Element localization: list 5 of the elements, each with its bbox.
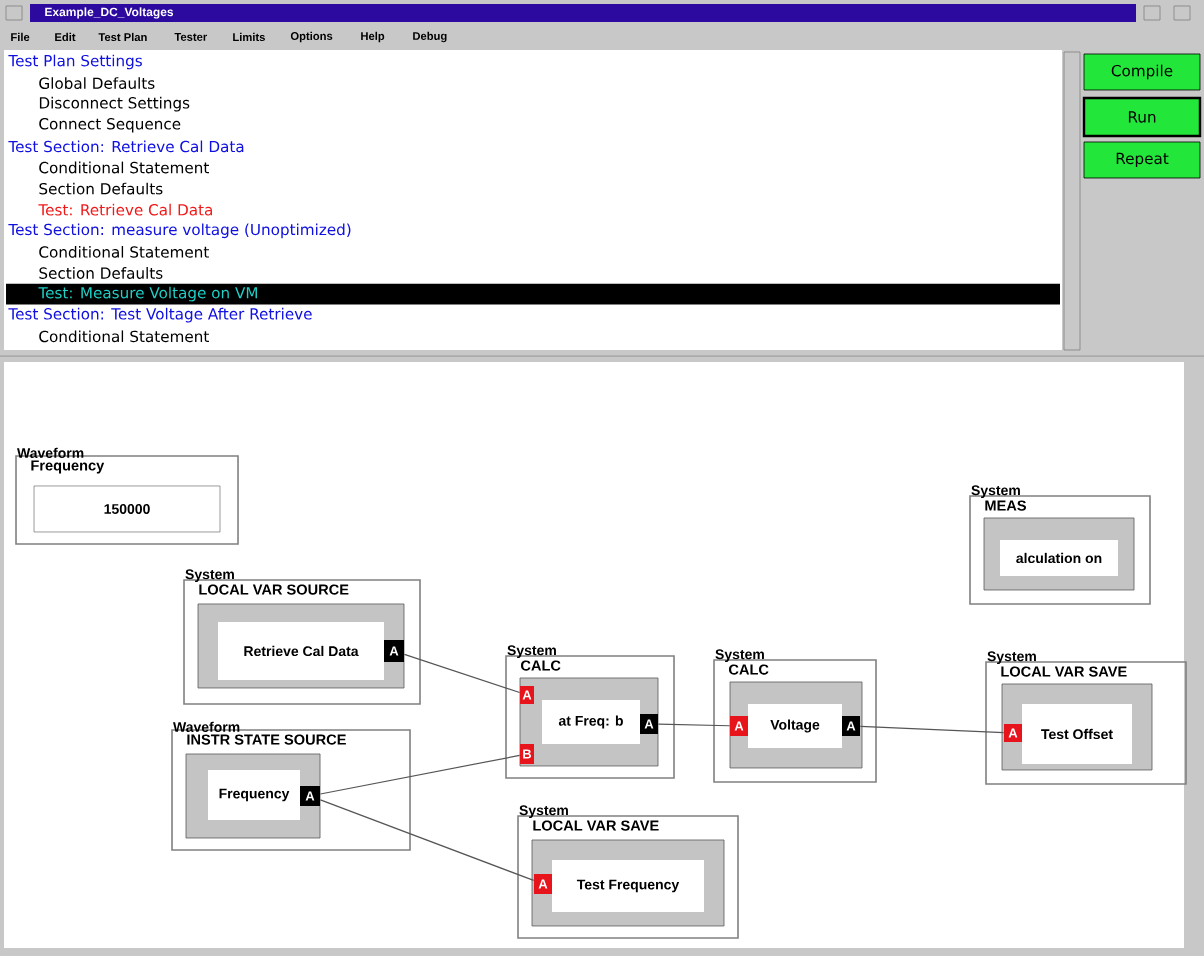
- connector-line: [859, 725, 1005, 734]
- connector-line: [657, 723, 731, 727]
- connector-line: [403, 653, 521, 694]
- connector-line: [319, 754, 521, 795]
- connector-line: [319, 799, 535, 882]
